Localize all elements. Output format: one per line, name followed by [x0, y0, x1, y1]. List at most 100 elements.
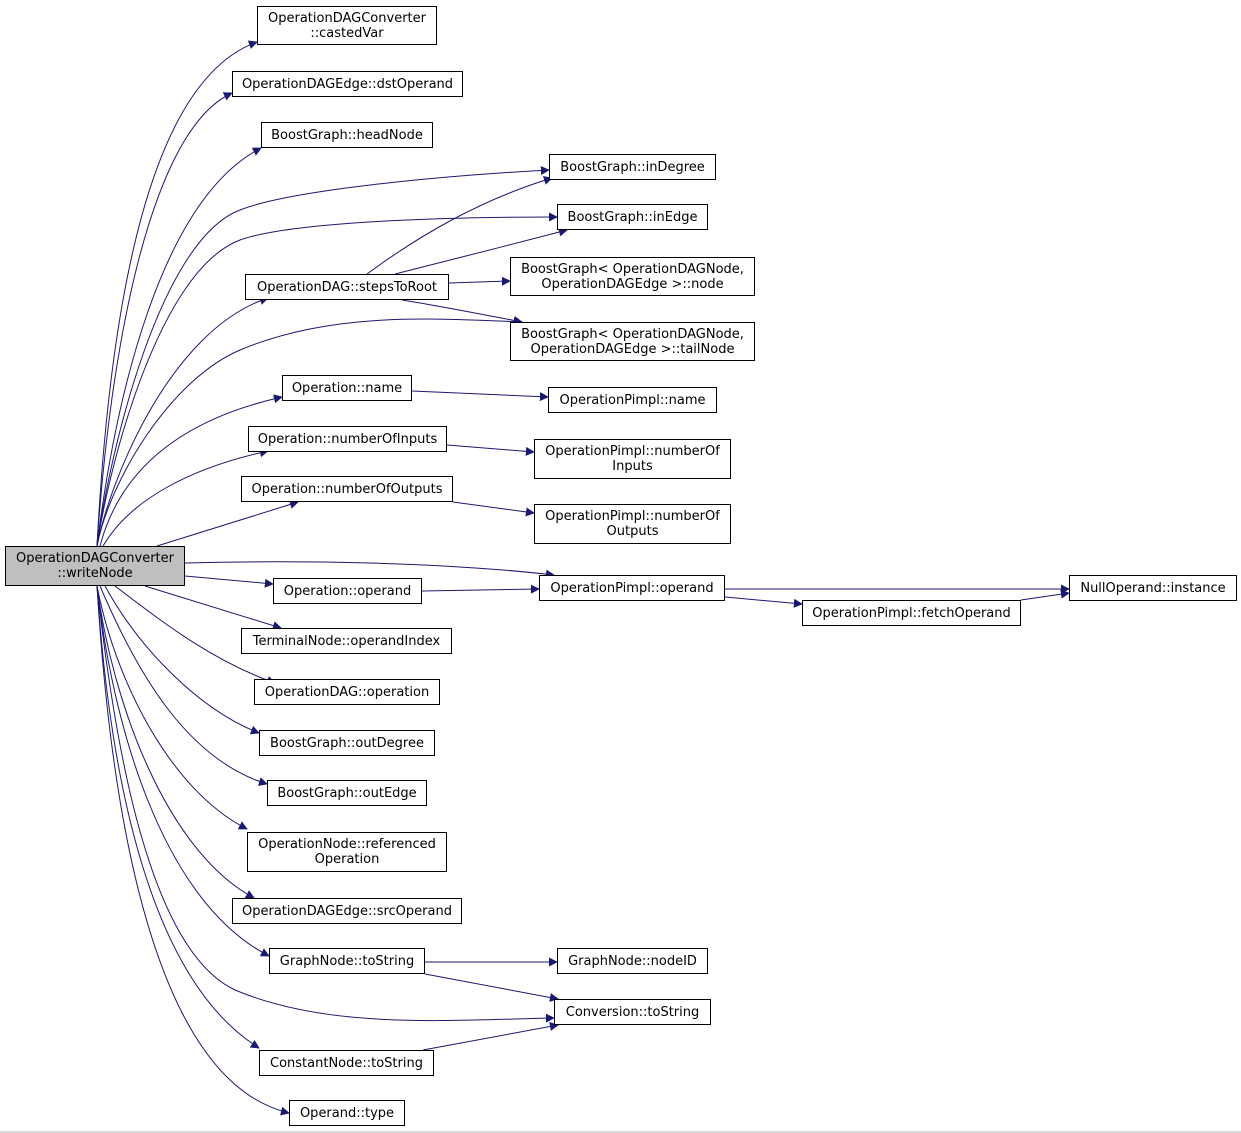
node-operationdagedge-dstoperand[interactable]: OperationDAGEdge::dstOperand [232, 71, 463, 97]
edge-n0-to-n29 [96, 585, 290, 1116]
node-terminalnode-operandindex[interactable]: TerminalNode::operandIndex [241, 628, 452, 654]
node-boostgraph-outdegree[interactable]: BoostGraph::outDegree [259, 730, 435, 756]
node-label-line: Operation::operand [283, 583, 412, 599]
node-label-line: OperationDAGEdge::dstOperand [241, 76, 454, 92]
node-label-line: Conversion::toString [565, 1004, 700, 1020]
edge-n0-to-n8 [96, 317, 523, 547]
node-label-line: Operation::name [291, 380, 403, 396]
node-label-line: BoostGraph::outEdge [277, 785, 417, 801]
node-label-line: OperationNode::referenced [258, 837, 436, 852]
node-label-line: BoostGraph< OperationDAGNode, [521, 261, 744, 277]
edge-n0-to-n21 [104, 585, 260, 735]
node-label-line: BoostGraph::inEdge [567, 209, 698, 225]
node-label-line: OperationPimpl::numberOf [545, 509, 720, 524]
edge-n11-to-n12 [446, 444, 535, 456]
node-label-line: OperationDAGEdge >::tailNode [530, 341, 735, 357]
edge-n15-to-n17 [724, 596, 803, 608]
node-label-line: TerminalNode::operandIndex [252, 633, 441, 649]
node-graphnode-tostring[interactable]: GraphNode::toString [269, 948, 425, 974]
node-operation-numberofinputs[interactable]: Operation::numberOfInputs [248, 426, 447, 452]
edge-n6-to-n5 [394, 227, 568, 275]
edge-n17-to-n16 [1020, 589, 1070, 601]
node-operationdagconverter-castedvar[interactable]: OperationDAGConverter::castedVar [257, 6, 437, 45]
edge-n0-to-n23 [96, 585, 248, 830]
node-boostgraph-indegree[interactable]: BoostGraph::inDegree [549, 154, 716, 180]
edge-n0-to-n15 [184, 561, 555, 579]
node-constantnode-tostring[interactable]: ConstantNode::toString [259, 1050, 434, 1076]
edge-n0-to-n19 [144, 585, 282, 630]
node-operationpimpl-operand[interactable]: OperationPimpl::operand [539, 575, 725, 601]
edge-n18-to-n15 [421, 584, 540, 594]
edge-n6-to-n7 [448, 276, 511, 286]
edge-n0-to-n5 [96, 212, 558, 547]
root-node-operationdagconverter-writenode: OperationDAGConverter::writeNode [5, 546, 185, 586]
node-label-line: Operand::type [299, 1105, 395, 1121]
edge-n28-to-n27 [422, 1022, 559, 1051]
edge-n0-to-n1 [96, 40, 258, 547]
node-label-line: Operation::numberOfInputs [257, 431, 438, 447]
node-label-line: GraphNode::nodeID [568, 953, 697, 969]
node-label-line: Operation::numberOfOutputs [251, 481, 443, 497]
node-label-line: OperationDAGEdge::srcOperand [242, 903, 452, 919]
edge-n0-to-n22 [99, 585, 268, 786]
node-nulloperand-instance[interactable]: NullOperand::instance [1069, 575, 1237, 601]
node-label-line: OperationPimpl::fetchOperand [812, 605, 1011, 621]
node-boostgraph-operationdagnode-operationdagedge-tailnode[interactable]: BoostGraph< OperationDAGNode,OperationDA… [510, 322, 755, 361]
node-graphnode-nodeid[interactable]: GraphNode::nodeID [557, 948, 708, 974]
node-label-line: BoostGraph< OperationDAGNode, [521, 326, 744, 342]
node-label-line: NullOperand::instance [1080, 580, 1226, 596]
node-label-line: OperationDAGConverter [16, 551, 174, 566]
node-operationpimpl-fetchoperand[interactable]: OperationPimpl::fetchOperand [802, 600, 1021, 626]
node-label-line: OperationDAG::operation [264, 684, 430, 700]
edge-n0-to-n24 [96, 585, 255, 899]
edge-n0-to-n25 [96, 585, 270, 957]
edge-n0-to-n2 [96, 92, 233, 547]
edge-n13-to-n14 [452, 501, 535, 517]
node-operation-operand[interactable]: Operation::operand [273, 578, 422, 604]
edge-n0-to-n11 [102, 448, 269, 547]
node-label-line: Outputs [606, 524, 659, 539]
node-label-line: OperationDAG::stepsToRoot [256, 279, 437, 295]
node-operation-numberofoutputs[interactable]: Operation::numberOfOutputs [241, 476, 453, 502]
node-label-line: GraphNode::toString [279, 953, 415, 969]
node-operationdag-operation[interactable]: OperationDAG::operation [254, 679, 440, 705]
node-label-line: ::writeNode [57, 566, 133, 581]
node-boostgraph-outedge[interactable]: BoostGraph::outEdge [267, 780, 427, 806]
node-conversion-tostring[interactable]: Conversion::toString [554, 999, 711, 1025]
node-label-line: BoostGraph::inDegree [560, 159, 705, 175]
node-label-line: BoostGraph::outDegree [270, 735, 424, 751]
node-operationpimpl-name[interactable]: OperationPimpl::name [548, 387, 717, 413]
edge-n6-to-n4 [366, 176, 553, 275]
node-operand-type[interactable]: Operand::type [289, 1100, 405, 1126]
node-label-line: OperationDAGEdge >::node [541, 276, 724, 292]
bottom-divider [0, 1131, 1241, 1133]
node-label-line: ConstantNode::toString [270, 1055, 423, 1071]
edge-n0-to-n13 [156, 500, 299, 547]
edge-n0-to-n18 [184, 575, 274, 588]
edge-n25-to-n27 [424, 973, 559, 1002]
node-boostgraph-operationdagnode-operationdagedge-node[interactable]: BoostGraph< OperationDAGNode,OperationDA… [510, 257, 755, 296]
edge-n0-to-n20 [114, 585, 276, 685]
edge-n0-to-n28 [96, 585, 260, 1049]
node-label-line: OperationPimpl::operand [550, 580, 714, 596]
node-operation-name[interactable]: Operation::name [282, 375, 412, 401]
edge-n0-to-n4 [96, 165, 550, 547]
node-label-line: ::castedVar [310, 25, 384, 41]
edge-n9-to-n10 [411, 390, 549, 402]
node-label-line: OperationDAGConverter [268, 10, 426, 26]
node-label-line: Operation [314, 852, 380, 867]
edge-n0-to-n9 [99, 394, 283, 547]
node-operationdag-stepstoroot[interactable]: OperationDAG::stepsToRoot [245, 274, 449, 300]
edge-n0-to-n3 [96, 147, 262, 547]
node-label-line: OperationPimpl::numberOf [545, 444, 720, 459]
node-label-line: BoostGraph::headNode [271, 127, 423, 143]
node-boostgraph-headnode[interactable]: BoostGraph::headNode [261, 122, 433, 148]
node-operationdagedge-srcoperand[interactable]: OperationDAGEdge::srcOperand [232, 898, 462, 924]
node-label-line: Inputs [612, 459, 653, 474]
node-boostgraph-inedge[interactable]: BoostGraph::inEdge [557, 204, 708, 230]
node-label-line: OperationPimpl::name [559, 392, 706, 408]
